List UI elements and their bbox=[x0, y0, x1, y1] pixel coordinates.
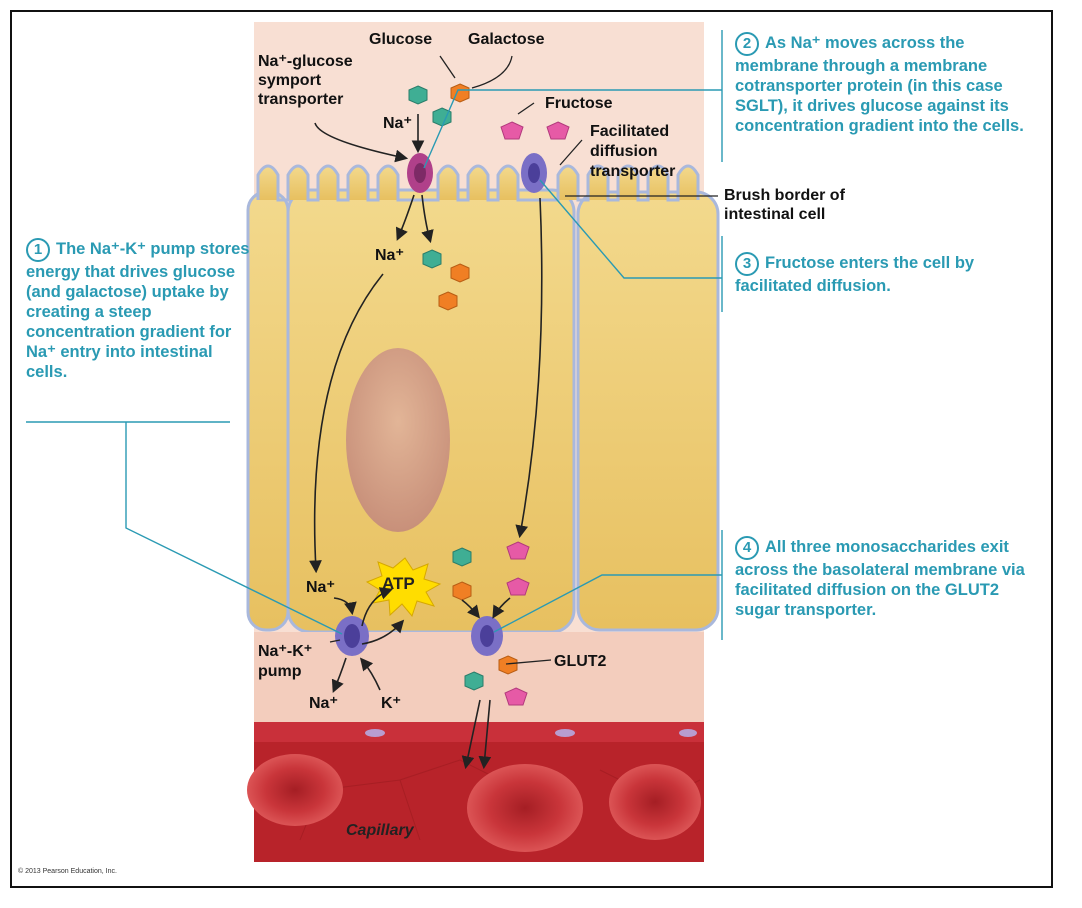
glut2-transporter bbox=[471, 616, 503, 656]
annotation-lines bbox=[26, 30, 723, 640]
glut2-label: GLUT2 bbox=[554, 653, 607, 670]
symport-label-1: Na⁺-glucose bbox=[258, 53, 353, 70]
symport-label-3: transporter bbox=[258, 91, 344, 108]
pump-label-1: Na⁺-K⁺ bbox=[258, 643, 313, 660]
fructose-molecules bbox=[500, 121, 570, 706]
intestinal-cells bbox=[246, 164, 720, 634]
na-top-label: Na⁺ bbox=[383, 115, 412, 132]
galactose-label: Galactose bbox=[468, 31, 545, 48]
facilitated-label-1: Facilitated bbox=[590, 123, 670, 140]
nucleus bbox=[346, 348, 450, 532]
copyright-text: © 2013 Pearson Education, Inc. bbox=[18, 868, 117, 875]
na-bottom-label: Na⁺ bbox=[306, 579, 335, 596]
atp-burst bbox=[365, 557, 442, 618]
pathway-arrows bbox=[309, 114, 543, 770]
facilitated-label-2: diffusion bbox=[590, 143, 658, 160]
annotation-4-number: 4 bbox=[735, 536, 759, 560]
capillary-wall bbox=[254, 722, 704, 742]
glucose-molecules bbox=[408, 85, 484, 691]
annotation-3-number: 3 bbox=[735, 252, 759, 276]
na-out-label: Na⁺ bbox=[309, 695, 338, 712]
brush-border bbox=[256, 164, 700, 202]
annotation-2-number: 2 bbox=[735, 32, 759, 56]
annotation-3-text: Fructose enters the cell by facilitated … bbox=[735, 254, 975, 295]
brush-border-label-1: Brush border of bbox=[724, 187, 845, 204]
glucose-label: Glucose bbox=[369, 31, 433, 48]
na-k-pump bbox=[335, 616, 369, 656]
annotation-1-number: 1 bbox=[26, 238, 50, 262]
symport-label-2: symport bbox=[258, 72, 322, 89]
annotation-2-text: As Na⁺ moves across the membrane through… bbox=[735, 34, 1024, 135]
capillary-label: Capillary bbox=[346, 822, 414, 839]
brush-border-label-2: intestinal cell bbox=[724, 206, 826, 223]
red-blood-cells bbox=[247, 754, 701, 852]
k-in-label: K⁺ bbox=[381, 695, 401, 712]
facilitated-label-3: transporter bbox=[590, 163, 676, 180]
pump-label-2: pump bbox=[258, 663, 302, 680]
annotation-4-text: All three monosaccharides exit across th… bbox=[735, 538, 1025, 619]
na-inside-label: Na⁺ bbox=[375, 247, 404, 264]
atp-label: ATP bbox=[382, 574, 415, 593]
symport-transporter bbox=[407, 153, 433, 193]
annotation-1-text: The Na⁺-K⁺ pump stores energy that drive… bbox=[26, 240, 250, 381]
fructose-label: Fructose bbox=[545, 95, 613, 112]
galactose-molecules bbox=[438, 83, 518, 675]
leader-lines bbox=[329, 55, 718, 665]
facilitated-transporter bbox=[521, 153, 547, 193]
capillary-endothelium bbox=[365, 729, 697, 737]
